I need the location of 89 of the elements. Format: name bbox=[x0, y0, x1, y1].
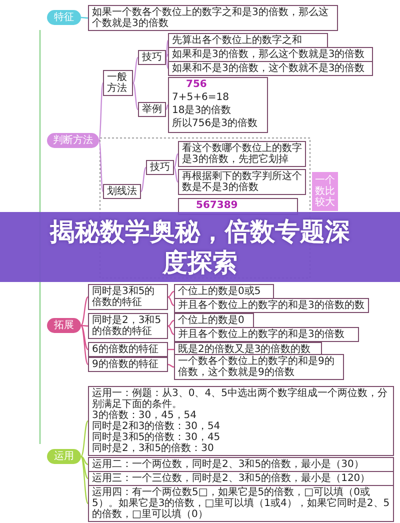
text-box bbox=[138, 102, 166, 117]
node-text: 举例 bbox=[142, 104, 162, 115]
connector-line bbox=[132, 57, 138, 84]
node-text: 先算出各个数位上的数字之和 bbox=[172, 35, 303, 46]
node-text: 运用 bbox=[53, 451, 75, 462]
connector-line bbox=[168, 290, 174, 298]
connector-line bbox=[98, 82, 104, 141]
node-text: 如果一个数各个数位上的数字之和是3的倍数，那么这个数就是3的倍数 bbox=[92, 7, 330, 29]
topic-pill bbox=[47, 133, 99, 148]
topic-pill bbox=[47, 318, 81, 333]
connector-line bbox=[80, 420, 88, 457]
topic-pill bbox=[47, 10, 81, 25]
text-box bbox=[168, 61, 373, 76]
text-box bbox=[138, 50, 166, 65]
node-text: 技巧 bbox=[142, 52, 162, 63]
node-text: 同时是2和3的倍数：30，54 bbox=[92, 421, 222, 432]
text-box bbox=[168, 47, 373, 62]
node-text: 判断方法 bbox=[52, 135, 94, 146]
connector-line bbox=[174, 167, 178, 182]
node-text: 运用四：有一个两位数5□，如果它是5的倍数，□可以填（0或5）。如果它是3的倍数，□里可以填（1或4），如果它同时是2、5的倍数，□里可以填（0） bbox=[92, 487, 390, 520]
text-box bbox=[88, 357, 168, 372]
node-text: 拓展 bbox=[53, 320, 75, 331]
topic-pill bbox=[47, 449, 81, 464]
node-text: 技巧 bbox=[150, 162, 170, 173]
node-text: 运用三：一个三位数，同时是2、3和5的倍数，最小是（120） bbox=[92, 473, 372, 484]
connector-line bbox=[168, 325, 174, 336]
connector-line bbox=[174, 154, 178, 168]
title: 揭秘数学奥秘，倍数专题深度探索 bbox=[50, 216, 350, 278]
connector-line bbox=[80, 325, 88, 365]
node-text: 一个数各个数位上的数字的和是9的倍数，这个数就是9的倍数 bbox=[178, 356, 336, 378]
node-text: 运用一：例题：从3、0、4、5中选出两个数字组成一个两位数，分别满足下面的条件。 bbox=[92, 388, 388, 410]
text-box bbox=[178, 169, 306, 195]
connector-line bbox=[80, 296, 88, 326]
node-text: 如果和不是3的倍数，这个数就不是3的倍数 bbox=[172, 63, 366, 74]
node-text: 个位上的数是0或5 bbox=[178, 286, 262, 297]
node-text: 并且各个数位上的数字的和是3的倍数 bbox=[178, 329, 346, 340]
connector-line bbox=[80, 325, 88, 350]
text-box bbox=[88, 284, 168, 310]
node-text: 3的倍数：30，45，54 bbox=[92, 410, 198, 421]
text-box bbox=[178, 141, 306, 167]
node-text: 同时是2，3和5的倍数：30 bbox=[92, 443, 215, 454]
text-box bbox=[174, 298, 369, 313]
text-box bbox=[174, 354, 344, 380]
connector-line bbox=[98, 140, 104, 192]
text-box bbox=[88, 313, 168, 339]
node-text: 所以756是3的倍数 bbox=[172, 118, 258, 129]
connector-line bbox=[168, 364, 174, 368]
connector-line bbox=[165, 57, 169, 69]
node-text: 看这个数哪个数位上的数字是3的倍数，先把它划掉 bbox=[182, 143, 302, 165]
text-box bbox=[88, 471, 394, 486]
node-text: 划线法 bbox=[107, 186, 137, 197]
connector-line bbox=[168, 296, 174, 306]
node-text: 同时是2，3和5的倍数的特征 bbox=[92, 315, 162, 337]
node-text: 567389 bbox=[195, 200, 239, 211]
node-text: 6的倍数的特征 bbox=[92, 344, 160, 355]
text-box bbox=[88, 386, 394, 456]
text-box bbox=[146, 160, 174, 175]
text-box bbox=[88, 457, 394, 472]
node-text: 再根据剩下的数字判所这个数是不是3的倍数 bbox=[182, 171, 302, 193]
text-box bbox=[174, 327, 359, 342]
text-box bbox=[103, 70, 133, 96]
node-text: 个位上的数是0 bbox=[178, 315, 246, 326]
text-box bbox=[103, 184, 141, 199]
connector-line bbox=[132, 82, 138, 110]
text-box bbox=[168, 33, 328, 48]
node-text: 一个数比较大 bbox=[314, 175, 336, 208]
node-text: 756 bbox=[185, 79, 208, 90]
connector-line bbox=[140, 167, 146, 192]
node-text: 7+5+6=18 bbox=[172, 92, 230, 103]
text-box bbox=[88, 342, 168, 357]
node-text: 18是3的倍数 bbox=[172, 105, 232, 116]
text-box bbox=[174, 284, 274, 299]
node-text: 一般方法 bbox=[107, 72, 128, 94]
example-box bbox=[168, 77, 268, 133]
node-text: 9的倍数的特征 bbox=[92, 359, 160, 370]
connector-line bbox=[80, 16, 88, 19]
connector-line bbox=[80, 456, 88, 504]
node-text: 如果和是3的倍数，那么这个数就是3的倍数 bbox=[172, 49, 366, 60]
connector-line bbox=[168, 320, 174, 327]
node-text: 并且各个数位上的数字的和是3的倍数的数 bbox=[178, 300, 365, 311]
connector-line bbox=[80, 456, 88, 479]
text-box bbox=[174, 313, 254, 328]
node-text: 既是2的倍数又是3的倍数的数 bbox=[178, 344, 312, 355]
node-text: 同时是3和5的倍数：30，45 bbox=[92, 432, 222, 443]
node-text: 运用二：一个两位数，同时是2、3和5的倍数，最小是（30） bbox=[92, 459, 365, 470]
text-box bbox=[88, 5, 338, 31]
connector-line bbox=[80, 456, 88, 466]
node-text: 特征 bbox=[53, 12, 75, 23]
node-text: 同时是3和5的倍数的特征 bbox=[92, 286, 156, 308]
